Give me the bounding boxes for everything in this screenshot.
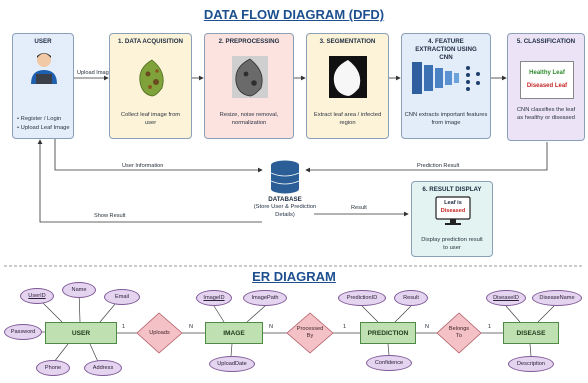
- step-preprocessing-title: 2. PREPROCESSING: [218, 38, 280, 45]
- user-box: USER • Register / Login • Upload Leaf Im…: [12, 33, 74, 139]
- relation-belongs-to-line2: To: [456, 333, 462, 339]
- step-data-acquisition: 1. DATA ACQUISITION Collect leaf image f…: [109, 33, 192, 139]
- entity-disease: DISEASE: [503, 322, 559, 344]
- uploads-diamond: [136, 312, 183, 354]
- cardinality-image-processed: N: [269, 324, 274, 330]
- attr-email: Email: [104, 289, 140, 305]
- entity-user: USER: [45, 322, 117, 344]
- attr-disease-id: DiseaseID: [486, 290, 526, 306]
- show-result-label: Show Result: [94, 213, 126, 219]
- cardinality-prediction-belongs: N: [425, 324, 430, 330]
- result-display-desc: Display prediction result to user: [421, 237, 483, 251]
- result-screen-line1: Leaf is: [444, 200, 462, 206]
- step-classification-title: 5. CLASSIFICATION: [516, 38, 576, 45]
- attr-address: Address: [84, 360, 122, 376]
- relation-belongs-to: Belongs To: [437, 313, 481, 353]
- step-data-acquisition-title: 1. DATA ACQUISITION: [118, 38, 183, 45]
- relation-uploads: Uploads: [149, 329, 170, 336]
- attr-password: Password: [4, 324, 42, 340]
- step-feature-extraction: 4. FEATURE EXTRACTION USING CNN CNN extr…: [401, 33, 491, 139]
- step-segmentation-title: 3. SEGMENTATION: [319, 38, 376, 45]
- database-desc: (Store User & Prediction Details): [253, 204, 317, 218]
- step-preprocessing-desc: Resize, noise removal, normalization: [219, 112, 279, 126]
- prediction-result-label: Prediction Result: [417, 163, 460, 169]
- classification-output-panel: Healthy Leaf Diseased Leaf: [520, 61, 574, 99]
- database-title: DATABASE: [268, 196, 302, 203]
- step-preprocessing: 2. PREPROCESSING Resize, noise removal, …: [204, 33, 294, 139]
- attr-confidence: Confidence: [366, 355, 412, 371]
- relation-processed-by: Processed By: [287, 313, 333, 353]
- result-display-title: 6. RESULT DISPLAY: [422, 186, 482, 193]
- monitor-icon: [435, 196, 471, 225]
- attr-user-id: UserID: [20, 288, 54, 304]
- attr-image-path: ImagePath: [243, 290, 287, 306]
- attr-image-id-text: ImageID: [203, 295, 225, 301]
- step-segmentation-desc: Extract leaf area / infected region: [313, 112, 382, 126]
- attr-result: Result: [394, 290, 428, 306]
- attr-disease-id-text: DiseaseID: [493, 295, 519, 301]
- attr-user-id-text: UserID: [28, 293, 46, 299]
- grayscale-leaf-icon: [232, 56, 268, 98]
- attr-upload-date: UploadDate: [209, 356, 255, 372]
- step-segmentation: 3. SEGMENTATION Extract leaf area / infe…: [306, 33, 389, 139]
- attr-description: Description: [508, 356, 554, 372]
- result-label: Result: [351, 205, 367, 211]
- cardinality-uploads-image: N: [189, 324, 194, 330]
- attr-disease-name: DiseaseName: [532, 290, 582, 306]
- result-display-box: 6. RESULT DISPLAY Leaf is Diseased Displ…: [411, 181, 493, 257]
- step-feature-extraction-desc: CNN extracts important features from ima…: [404, 112, 488, 126]
- cardinality-processed-prediction: 1: [343, 324, 347, 330]
- dfd-title: DATA FLOW DIAGRAM (DFD): [203, 7, 385, 22]
- upload-image-label: Upload Image: [77, 70, 112, 76]
- relation-processed-by-line1: Processed: [296, 326, 324, 332]
- cnn-layers-icon: [412, 62, 480, 94]
- user-information-label: User Information: [122, 163, 164, 169]
- segmented-leaf-icon: [329, 56, 367, 98]
- entity-prediction: PREDICTION: [360, 322, 416, 344]
- result-screen-line2: Diseased: [440, 208, 466, 214]
- attr-name: Name: [62, 282, 96, 298]
- entity-image: IMAGE: [205, 322, 263, 344]
- user-bullet-upload: • Upload Leaf Image: [17, 125, 70, 131]
- step-classification: 5. CLASSIFICATION Healthy Leaf Diseased …: [507, 33, 585, 141]
- belongs-to-diamond: [436, 312, 482, 354]
- user-bullet-register: • Register / Login: [17, 116, 62, 122]
- relation-processed-by-line2: By: [306, 333, 314, 339]
- database-icon: [270, 160, 300, 194]
- relation-belongs-to-line1: Belongs: [448, 326, 470, 332]
- healthy-leaf-label: Healthy Leaf: [529, 70, 565, 76]
- attr-image-id: ImageID: [196, 290, 232, 306]
- cardinality-belongs-disease: 1: [488, 324, 492, 330]
- processed-by-diamond: [286, 312, 334, 354]
- diseased-leaf-icon: [139, 59, 164, 97]
- attr-phone: Phone: [36, 360, 70, 376]
- user-box-title: USER: [34, 38, 52, 45]
- attr-prediction-id: PredictionID: [338, 290, 386, 306]
- step-feature-extraction-title: 4. FEATURE EXTRACTION USING CNN: [415, 38, 477, 61]
- user-person-icon: [31, 53, 57, 84]
- er-title: ER DIAGRAM: [252, 269, 336, 284]
- step-classification-desc: CNN classifies the leaf as healthy or di…: [516, 107, 576, 121]
- step-data-acquisition-desc: Collect leaf image from user: [120, 112, 181, 126]
- diseased-leaf-label: Diseased Leaf: [526, 83, 568, 89]
- cardinality-user-uploads: 1: [122, 324, 126, 330]
